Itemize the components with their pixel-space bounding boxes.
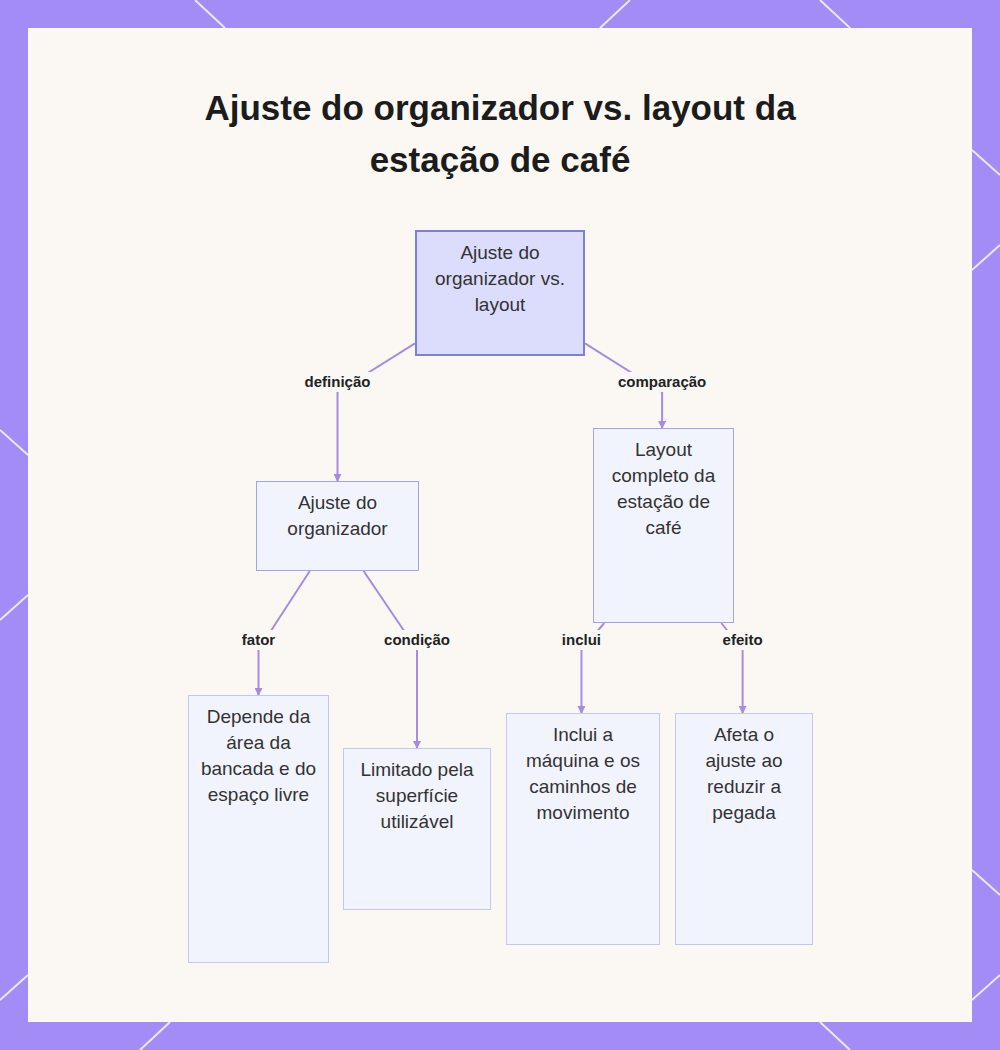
edge-label: definição [302,372,374,392]
root-box: Ajuste do organizador vs. layout [415,230,585,356]
concept-box: Ajuste do organizador [256,481,419,571]
node-text: Ajuste do organizador vs. layout [427,240,573,318]
edge-label: fator [239,630,278,650]
node-text: Layout completo da estação de café [604,437,723,541]
diagram-title: Ajuste do organizador vs. layout da esta… [140,82,860,186]
node-text: Limitado pela superfície utilizável [354,757,480,835]
node-text: Depende da área da bancada e do espaço l… [199,704,318,808]
node-text: Ajuste do organizador [267,490,408,542]
connector [364,571,417,748]
edge-label: condição [381,630,453,650]
concept-box: Afeta o ajuste ao reduzir a pegada [675,713,813,945]
concept-box: Depende da área da bancada e do espaço l… [188,695,329,963]
node-text: Afeta o ajuste ao reduzir a pegada [686,722,802,826]
edge-label: inclui [559,630,604,650]
edge-label: comparação [615,372,709,392]
concept-box: Limitado pela superfície utilizável [343,748,491,910]
concept-box: Layout completo da estação de café [593,428,734,623]
connector [338,343,416,481]
concept-box: Inclui a máquina e os caminhos de movime… [506,713,660,945]
node-text: Inclui a máquina e os caminhos de movime… [517,722,649,826]
edge-label: efeito [720,630,766,650]
